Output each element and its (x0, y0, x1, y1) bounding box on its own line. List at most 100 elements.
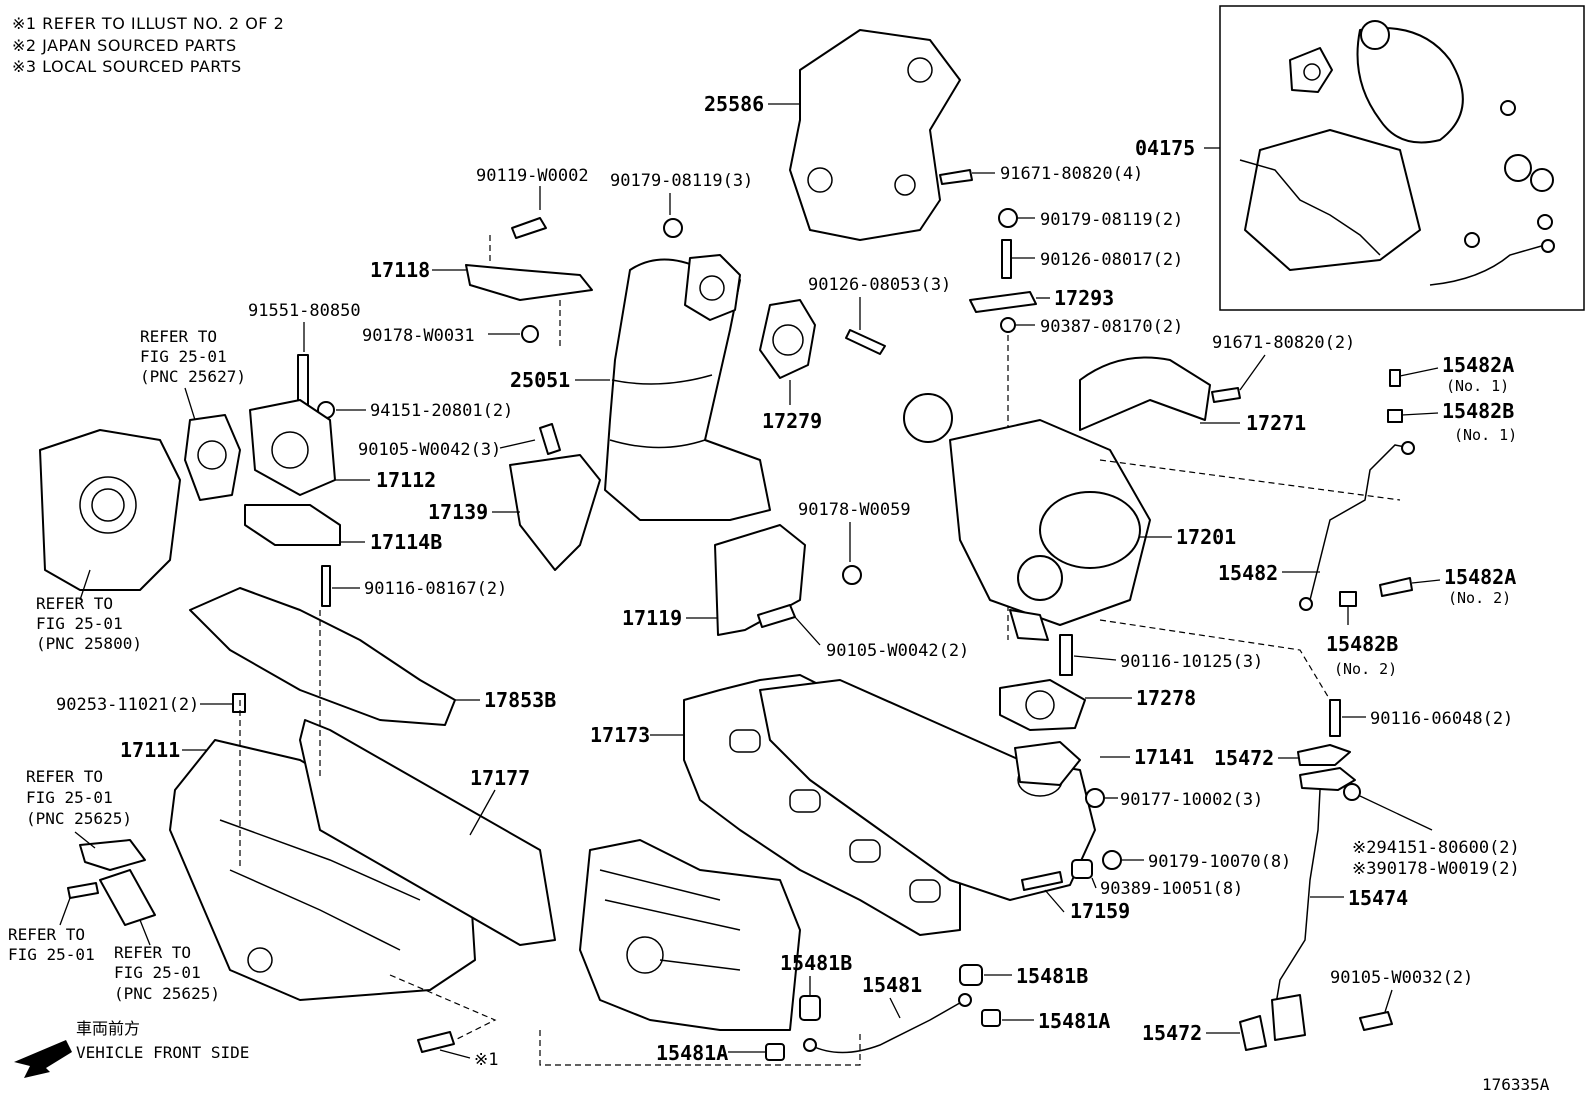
exhaust-port-3 (849, 839, 881, 863)
label-15472-b: 15472 (1142, 1021, 1202, 1045)
gasket-15472-a (1297, 744, 1351, 766)
egr-valve-group: 91551-80850 90178-W0031 REFER TO FIG 25-… (36, 301, 539, 653)
front-label-en: VEHICLE FRONT SIDE (76, 1043, 249, 1062)
bolt-91671-2 (1211, 387, 1241, 403)
exhaust-flange (1014, 741, 1081, 786)
insulator-hole-1 (907, 57, 933, 83)
lead-91671-2 (1239, 354, 1266, 391)
label-17118: 17118 (370, 258, 430, 282)
pipe-15474 (1274, 789, 1321, 1011)
ref-pnc-25625-b-line3: (PNC 25625) (114, 984, 220, 1003)
front-arrow-icon (14, 1040, 72, 1078)
bracket-17139 (509, 454, 601, 571)
converter-bands (609, 374, 713, 449)
inset-actuator (1360, 20, 1390, 50)
intake-manifold-17111 (169, 739, 476, 1001)
gasket-17173 (683, 674, 961, 936)
inset-oil-pipe (1429, 244, 1546, 286)
label-15482A-no2-sub: (No. 2) (1448, 589, 1511, 607)
lead-15482A-no2 (1411, 579, 1441, 584)
inset-pipe-end (1541, 239, 1555, 253)
lead-17159 (1044, 889, 1065, 913)
egr-valve-body (39, 429, 181, 591)
label-17112: 17112 (376, 468, 436, 492)
ref-pnc-25627-line3: (PNC 25627) (140, 367, 246, 386)
note-local-sourced: ※3 LOCAL SOURCED PARTS (12, 57, 242, 76)
ref-pnc-25625-a-line3: (PNC 25625) (26, 809, 132, 828)
exhaust-manifold-17141 (759, 679, 1096, 901)
label-17114B: 17114B (370, 530, 442, 554)
pipe-15482 (1309, 444, 1411, 601)
inset-manifold (1244, 129, 1421, 271)
label-15481A-b: 15481A (1038, 1009, 1110, 1033)
lead-ref-25625-b (139, 919, 151, 946)
inset-frame (1219, 5, 1585, 311)
spacer-90389 (1071, 859, 1093, 879)
insulator-25586-shape (789, 29, 961, 241)
egr-gasket-hole (197, 440, 227, 470)
ref-pnc-25625-a-line1: REFER TO (26, 767, 103, 786)
gasket-15482B-no1 (1387, 409, 1403, 423)
nut-90177 (1085, 788, 1105, 808)
heat-insulator-25586: 25586 91671-80820(4) (704, 29, 1143, 241)
bolt-91671-4 (939, 169, 973, 185)
label-17159: 17159 (1070, 899, 1130, 923)
ref-pnc-25627-line1: REFER TO (140, 327, 217, 346)
bolt-star1 (417, 1031, 455, 1053)
stud-90126-2 (1001, 239, 1012, 279)
ref-fig-line2: FIG 25-01 (8, 945, 95, 964)
egr-valve-bore (79, 476, 137, 534)
dash-engine (539, 1030, 861, 1066)
bracket-17118 (465, 264, 593, 301)
label-17279: 17279 (762, 409, 822, 433)
nut-90179-2 (998, 208, 1018, 228)
bolt-15481A-b (981, 1009, 1001, 1027)
label-15481B-b: 15481B (1016, 964, 1088, 988)
label-15481B-a: 15481B (780, 951, 852, 975)
pipe-15481 (809, 999, 966, 1054)
label-94151-20801-2: 94151-20801(2) (370, 401, 513, 421)
label-17139: 17139 (428, 500, 488, 524)
nut-90178-W0059 (842, 565, 862, 585)
converter-flange (684, 254, 741, 321)
bolt-left-b (67, 882, 99, 899)
lead-ref-25625-a (74, 831, 96, 849)
ref-pnc-25625-b-line2: FIG 25-01 (114, 963, 201, 982)
note-refer-illust: ※1 REFER TO ILLUST NO. 2 OF 2 (12, 14, 285, 33)
ref-pnc-25800-line1: REFER TO (36, 594, 113, 613)
inset-nut (1500, 100, 1516, 116)
lead-star1 (439, 1049, 471, 1059)
label-90116-10125-3: 90116-10125(3) (1120, 652, 1263, 672)
label-17853B: 17853B (484, 688, 556, 712)
lead-90116-10125 (1073, 655, 1117, 661)
egr-gasket (184, 414, 241, 501)
insulator-hole-3 (894, 174, 916, 196)
label-90105-W0042-3: 90105-W0042(3) (358, 440, 501, 460)
stud-90116-06048 (1329, 699, 1341, 737)
engine-block (539, 839, 861, 1066)
gasket-15481B-b (959, 964, 983, 986)
dash-17118 (489, 235, 561, 350)
inset-nut-2 (1537, 214, 1553, 230)
nut-90179-3 (663, 218, 683, 238)
label-15472-a: 15472 (1214, 746, 1274, 770)
vehicle-front-indicator: 車両前方 VEHICLE FRONT SIDE (14, 1019, 249, 1078)
oil-return-15474-group: 90116-06048(2) 15472 15474 ※294151-80600… (1142, 699, 1520, 1051)
lead-17177 (469, 789, 496, 836)
oil-pipe-15482-group: 15482A (No. 1) 15482B (No. 1) 15482 1548… (1218, 353, 1517, 678)
fasteners-upper-left: 90119-W0002 90179-08119(3) 17118 (370, 166, 753, 350)
label-91671-80820-2: 91671-80820(2) (1212, 333, 1355, 353)
bolt-90105-3 (539, 423, 561, 455)
ref-fig-line1: REFER TO (8, 925, 85, 944)
label-90179-08119-2: 90179-08119(2) (1040, 210, 1183, 230)
stud-90116-08167 (321, 565, 331, 607)
gasket-17279 (759, 299, 816, 379)
inset-ring (1504, 154, 1532, 182)
inset-assembly: 04175 (1135, 5, 1585, 311)
pin-90253 (232, 693, 246, 713)
label-15481: 15481 (862, 973, 922, 997)
converter-25051: 25051 (510, 254, 771, 521)
inset-gasket-hole (1303, 63, 1321, 81)
exhaust-port-1 (729, 729, 761, 753)
lead-ref-fig (59, 897, 71, 926)
